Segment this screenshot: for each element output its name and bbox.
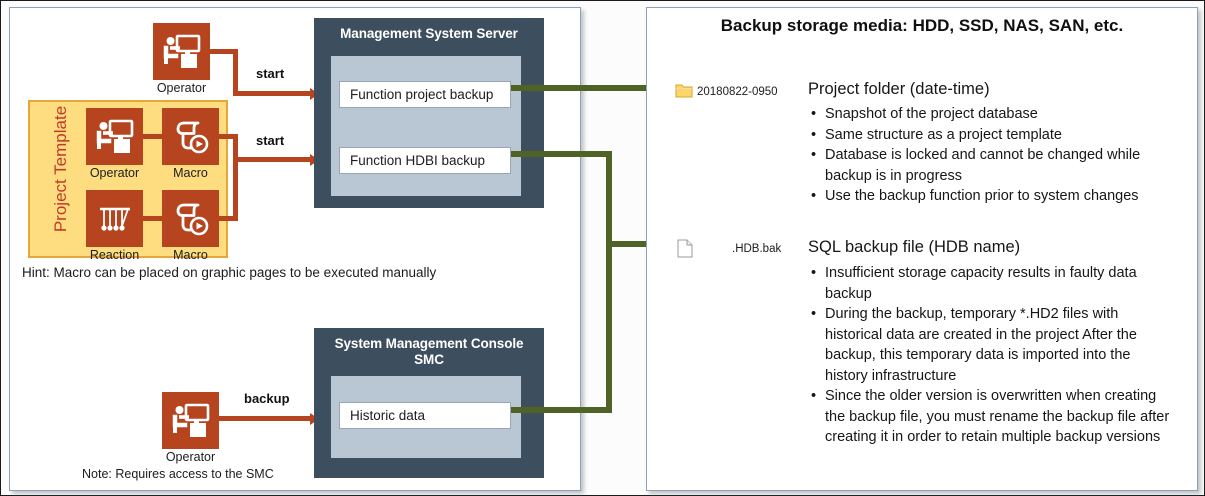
edge-label-start-2: start	[256, 133, 285, 148]
operator-top-icon	[153, 23, 210, 80]
historic-data-box[interactable]: Historic data	[339, 402, 511, 429]
management-system-server-box: Management System Server Function projec…	[314, 18, 544, 208]
file-name-label: .HDB.bak	[732, 243, 782, 255]
connector-operator-to-historic-data	[218, 416, 313, 421]
macro-glyph	[176, 121, 208, 153]
reaction-glyph	[99, 207, 130, 231]
macro-bottom-icon	[162, 190, 219, 247]
list-item: • Same structure as a project template	[811, 125, 1177, 146]
macro-glyph	[176, 203, 208, 235]
bullet-text: During the backup, temporary *.HD2 files…	[825, 306, 1137, 384]
smc-note-text: Note: Requires access to the SMC	[82, 467, 274, 481]
bullet-dot: •	[811, 306, 817, 322]
macro-top-icon	[162, 108, 219, 165]
project-folder-bullets: • Snapshot of the project database • Sam…	[811, 104, 1177, 207]
right-panel-title: Backup storage media: HDD, SSD, NAS, SAN…	[720, 16, 1124, 35]
green-connector-merge-v	[606, 151, 612, 413]
folder-glyph	[675, 84, 693, 98]
bullet-dot: •	[811, 126, 817, 143]
list-item: • Snapshot of the project database	[811, 104, 1177, 125]
operator-glyph	[163, 34, 200, 68]
bullet-text: Since the older version is overwritten w…	[825, 388, 1170, 445]
list-item: • Use the backup function prior to syste…	[811, 186, 1177, 207]
list-item: • Database is locked and cannot be chang…	[811, 145, 1177, 186]
green-connector-hdbi-backup-h	[511, 151, 612, 157]
left-panel: Operator Project Template Operator	[9, 7, 581, 491]
hint-text: Hint: Macro can be placed on graphic pag…	[22, 265, 437, 280]
folder-icon	[675, 83, 693, 104]
list-item: • During the backup, temporary *.HD2 fil…	[811, 304, 1177, 386]
connector-operator-to-project-backup-h1	[209, 49, 238, 54]
edge-label-start-1: start	[256, 66, 285, 81]
operator-smc-caption: Operator	[165, 450, 216, 464]
bullet-text: Insufficient storage capacity results in…	[825, 265, 1137, 302]
project-folder-heading: Project folder (date-time)	[808, 80, 990, 98]
macro-top-caption: Macro	[173, 166, 208, 180]
smc-title-line1: System Management Console	[334, 336, 524, 351]
file-glyph	[677, 239, 693, 258]
sql-backup-file-bullets: • Insufficient storage capacity results …	[811, 263, 1177, 448]
operator-template-caption: Operator	[89, 166, 140, 180]
bullet-text: Use the backup function prior to system …	[825, 188, 1139, 204]
edge-label-backup: backup	[244, 391, 290, 406]
sql-backup-file-heading: SQL backup file (HDB name)	[808, 238, 1021, 256]
green-connector-project-backup	[511, 85, 663, 91]
bullet-dot: •	[811, 147, 817, 163]
connector-reaction-macro-link	[141, 216, 164, 221]
green-connector-historic-data	[511, 407, 612, 413]
bullet-dot: •	[811, 265, 817, 281]
connector-operator-to-project-backup-v	[233, 49, 238, 94]
management-system-server-inner	[331, 56, 521, 196]
list-item: • Insufficient storage capacity results …	[811, 263, 1177, 304]
list-item: • Since the older version is overwritten…	[811, 386, 1177, 448]
folder-name-label: 20180822-0950	[697, 86, 778, 98]
connector-macro-bottom-out	[217, 216, 238, 221]
management-system-server-title: Management System Server	[340, 26, 518, 41]
operator-template-icon	[86, 108, 143, 165]
reaction-icon	[86, 190, 143, 247]
reaction-caption: Reaction	[89, 248, 140, 262]
right-panel: Backup storage media: HDD, SSD, NAS, SAN…	[646, 7, 1198, 491]
operator-glyph	[172, 403, 209, 437]
bullet-text: Same structure as a project template	[825, 126, 1062, 143]
connector-operator-macro-link	[141, 134, 164, 139]
operator-top-caption: Operator	[156, 81, 207, 95]
connector-macro-merge-v	[233, 134, 238, 221]
bullet-dot: •	[811, 106, 817, 122]
connector-hdbi-backup-h	[233, 157, 313, 162]
function-project-backup-box[interactable]: Function project backup	[339, 81, 511, 108]
macro-bottom-caption: Macro	[173, 248, 208, 262]
bullet-text: Database is locked and cannot be changed…	[825, 147, 1141, 184]
file-icon	[677, 239, 693, 263]
smc-title-line2: SMC	[414, 352, 444, 367]
operator-glyph	[96, 119, 133, 153]
connector-macro-top-out	[217, 134, 238, 139]
bullet-text: Snapshot of the project database	[825, 106, 1038, 122]
green-connector-file-h	[606, 241, 663, 247]
function-hdbi-backup-box[interactable]: Function HDBI backup	[339, 147, 511, 174]
operator-smc-icon	[162, 392, 219, 449]
connector-operator-to-project-backup-h2	[233, 91, 313, 96]
smc-box: System Management Console SMC Historic d…	[314, 328, 544, 478]
bullet-dot: •	[811, 188, 817, 204]
bullet-dot: •	[811, 388, 817, 404]
